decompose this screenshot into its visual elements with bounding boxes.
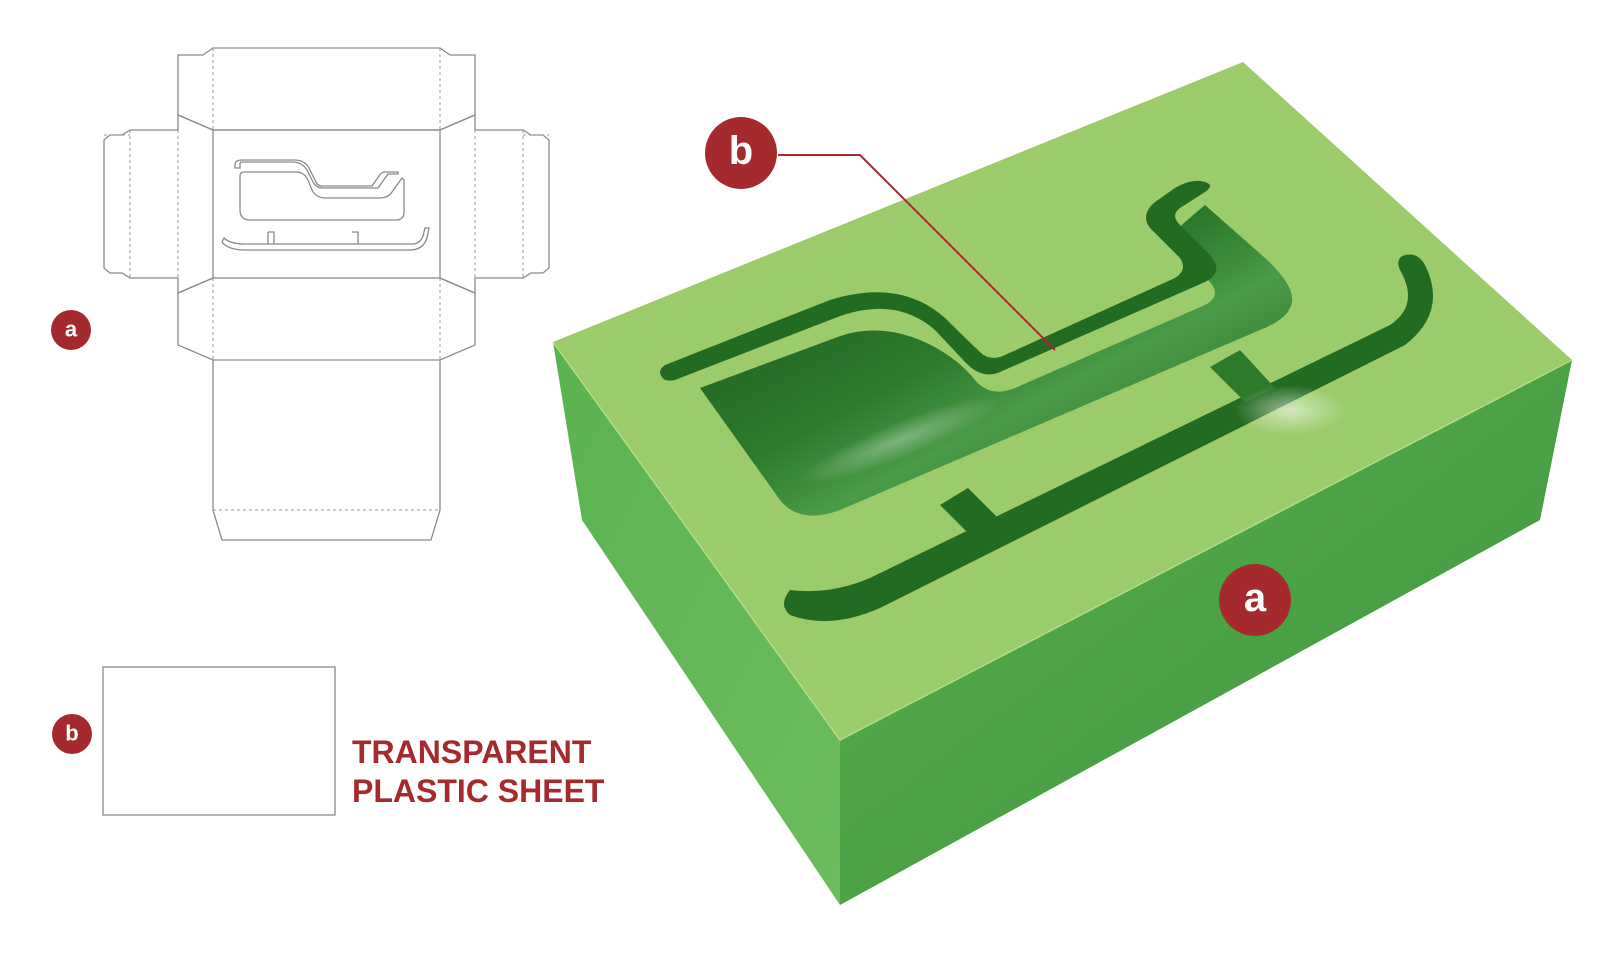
box-front-face xyxy=(840,360,1572,905)
sleigh-window-cutout xyxy=(660,180,1434,622)
box-part-a-label: a xyxy=(1244,576,1267,620)
box-left-face xyxy=(553,342,840,905)
box-part-b-label: b xyxy=(729,129,753,173)
dieline-left-side-panel xyxy=(103,114,214,294)
part-a-badge: a xyxy=(51,310,91,350)
sleigh-top-rail-window xyxy=(660,180,1217,381)
sleigh-strut-right xyxy=(1210,350,1275,402)
part-a-label: a xyxy=(65,317,78,342)
part-b-badge: b xyxy=(52,714,92,754)
box-3d-render xyxy=(552,62,1573,905)
box-part-a-badge: a xyxy=(1219,564,1291,636)
box-part-b-badge: b xyxy=(705,117,777,189)
plastic-sheet-outline xyxy=(102,666,336,816)
dieline-front-flap xyxy=(177,277,476,361)
caption-line-1: TRANSPARENT xyxy=(352,734,592,770)
caption-line-2: PLASTIC SHEET xyxy=(352,773,605,809)
dieline-box-template xyxy=(103,47,550,541)
dieline-right-side-panel xyxy=(439,114,550,294)
dieline-top-flap xyxy=(177,47,476,131)
dieline-top-panel xyxy=(212,129,441,279)
sleigh-shape-icon xyxy=(221,159,430,251)
dieline-bottom-panel xyxy=(212,360,441,541)
sleigh-strut-left xyxy=(940,488,1005,540)
part-b-label: b xyxy=(65,721,78,746)
sleigh-body-window xyxy=(700,205,1293,516)
callout-line-b xyxy=(778,154,1056,351)
